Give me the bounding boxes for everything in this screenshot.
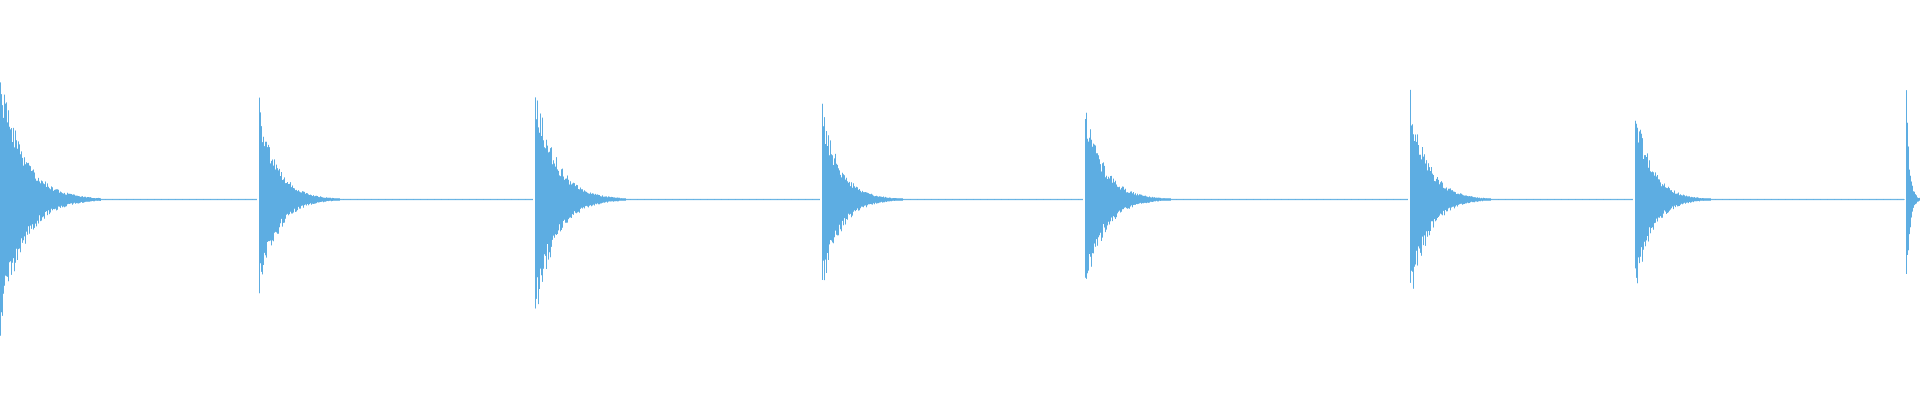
waveform-hit <box>535 97 626 309</box>
waveform-hit <box>1906 90 1920 274</box>
waveform-hit <box>822 103 903 281</box>
waveform-hit <box>259 97 340 294</box>
waveform-hit <box>1635 120 1711 284</box>
waveform-trace <box>0 82 1920 336</box>
waveform-hit <box>0 82 101 336</box>
waveform-hit <box>1410 89 1491 289</box>
waveform-hit <box>1085 112 1171 279</box>
